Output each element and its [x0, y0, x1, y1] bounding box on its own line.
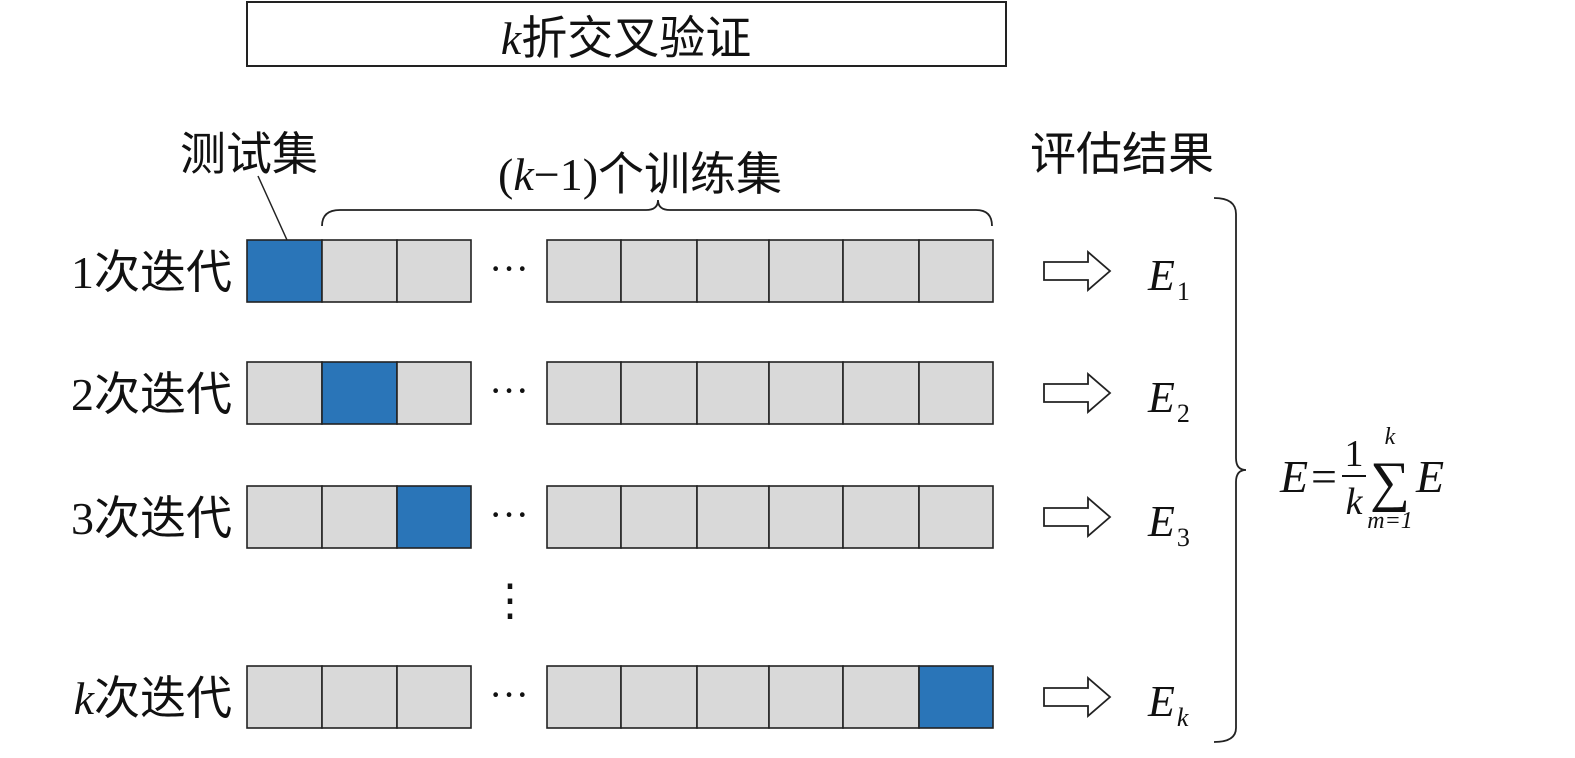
test-set-label: 测试集: [180, 129, 318, 180]
train-fold: [321, 665, 398, 729]
formula-sigma: ∑: [1370, 451, 1410, 513]
train-fold: [546, 665, 622, 729]
iteration-label: 3次迭代: [71, 493, 232, 544]
train-set-label: (k−1)个训练集: [498, 149, 782, 200]
train-fold: [546, 485, 622, 549]
train-fold: [768, 239, 844, 303]
test-fold: [918, 665, 994, 729]
formula-lhs: E: [1279, 451, 1308, 502]
title-box: [246, 1, 1007, 67]
iteration-label: 1次迭代: [71, 247, 232, 298]
train-fold: [546, 239, 622, 303]
horizontal-ellipsis: ···: [489, 672, 529, 717]
train-fold: [246, 361, 323, 425]
train-fold: [768, 665, 844, 729]
train-fold: [321, 485, 398, 549]
result-label: E2: [1147, 373, 1190, 428]
iteration-row: 2次迭代 ··· E2: [71, 361, 1190, 428]
train-fold: [321, 239, 398, 303]
horizontal-ellipsis: ···: [489, 368, 529, 413]
results-label: 评估结果: [1030, 129, 1214, 180]
train-fold: [842, 485, 920, 549]
train-fold: [620, 485, 698, 549]
train-fold: [620, 239, 698, 303]
formula-eq: =: [1311, 451, 1337, 502]
results-brace: [1213, 197, 1247, 743]
iteration-row: 3次迭代 ··· E3: [71, 485, 1190, 552]
train-fold: [396, 361, 472, 425]
train-fold: [696, 361, 770, 425]
result-label: E1: [1147, 251, 1190, 306]
title: k折交叉验证: [501, 13, 751, 64]
train-fold: [842, 665, 920, 729]
horizontal-ellipsis: ···: [489, 246, 529, 291]
train-fold: [620, 665, 698, 729]
formula-lower: m=1: [1367, 508, 1413, 534]
train-fold: [396, 665, 472, 729]
iteration-row: k次迭代 ··· Ek: [74, 665, 1189, 732]
formula-rhs: E: [1415, 451, 1444, 502]
train-set-brace: [321, 199, 993, 227]
test-fold: [246, 239, 323, 303]
formula-frac-den: k: [1346, 481, 1364, 523]
test-fold: [321, 361, 398, 425]
result-arrow-icon: [1043, 250, 1112, 292]
train-fold: [546, 361, 622, 425]
train-fold: [918, 485, 994, 549]
iteration-rows: 1次迭代 ··· E1 2次迭代 ··· E2 3次迭代 ··· E3 k次迭代 ··· Ek: [71, 239, 1190, 732]
result-arrow-icon: [1043, 676, 1112, 718]
result-arrow-icon: [1043, 496, 1112, 538]
result-label: E3: [1147, 497, 1190, 552]
iteration-label: k次迭代: [74, 673, 232, 724]
train-fold: [918, 361, 994, 425]
result-label: Ek: [1147, 677, 1189, 732]
formula-frac-num: 1: [1345, 433, 1364, 475]
train-fold: [396, 239, 472, 303]
train-fold: [246, 485, 323, 549]
result-arrow-icon: [1043, 372, 1112, 414]
iteration-label: 2次迭代: [71, 369, 232, 420]
horizontal-ellipsis: ···: [489, 492, 529, 537]
train-fold: [768, 361, 844, 425]
test-fold: [396, 485, 472, 549]
vertical-ellipsis: ⋮: [488, 576, 532, 625]
train-fold: [768, 485, 844, 549]
formula-upper: k: [1385, 424, 1396, 450]
train-fold: [620, 361, 698, 425]
train-fold: [842, 239, 920, 303]
iteration-row: 1次迭代 ··· E1: [71, 239, 1190, 306]
train-fold: [918, 239, 994, 303]
average-formula: E = 1 k ∑ k m=1 E: [1279, 424, 1444, 534]
test-set-pointer: [257, 175, 288, 241]
train-fold: [696, 485, 770, 549]
train-fold: [696, 665, 770, 729]
train-fold: [842, 361, 920, 425]
train-fold: [246, 665, 323, 729]
train-fold: [696, 239, 770, 303]
